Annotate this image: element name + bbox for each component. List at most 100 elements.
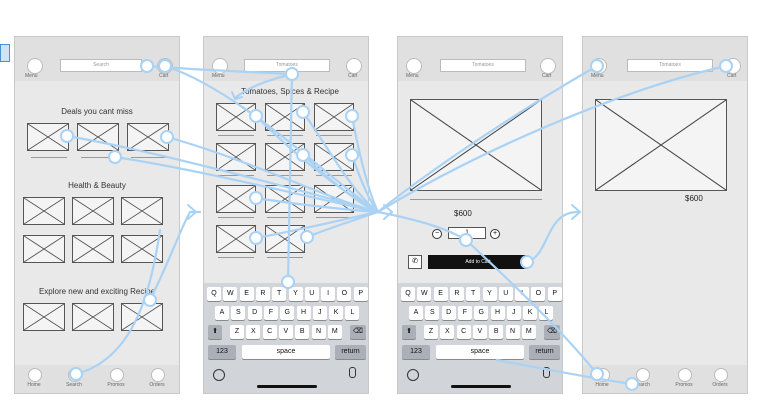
health-image[interactable] <box>23 235 65 263</box>
key-r[interactable]: R <box>449 287 464 301</box>
key-e[interactable]: E <box>239 287 254 301</box>
product-thumbnail[interactable] <box>314 185 354 213</box>
key-o[interactable]: O <box>531 287 546 301</box>
key-q[interactable]: Q <box>401 287 415 301</box>
key-u[interactable]: U <box>498 287 513 301</box>
key-y[interactable]: Y <box>482 287 497 301</box>
key-a[interactable]: A <box>409 306 423 320</box>
search-icon[interactable] <box>636 368 650 382</box>
key-e[interactable]: E <box>433 287 448 301</box>
shift-key[interactable]: ⬆ <box>402 325 416 339</box>
key-p[interactable]: P <box>547 287 562 301</box>
key-l[interactable]: L <box>345 306 360 320</box>
product-thumbnail[interactable] <box>216 143 256 171</box>
key-g[interactable]: G <box>280 306 295 320</box>
return-key[interactable]: return <box>335 345 366 359</box>
microphone-icon[interactable] <box>349 367 356 378</box>
key-g[interactable]: G <box>474 306 489 320</box>
quantity-field[interactable]: 1 <box>448 227 486 239</box>
key-c[interactable]: C <box>456 325 471 339</box>
key-v[interactable]: V <box>278 325 293 339</box>
search-input[interactable]: Tomatoes <box>244 59 330 72</box>
product-thumbnail[interactable] <box>265 143 305 171</box>
key-b[interactable]: B <box>489 325 504 339</box>
key-m[interactable]: M <box>521 325 536 339</box>
key-f[interactable]: F <box>263 306 278 320</box>
product-thumbnail[interactable] <box>265 225 305 253</box>
backspace-key[interactable]: ⌫ <box>350 325 366 339</box>
deal-image[interactable] <box>127 123 169 151</box>
menu-icon[interactable] <box>591 58 607 74</box>
key-a[interactable]: A <box>215 306 229 320</box>
menu-icon[interactable] <box>212 58 228 74</box>
search-input[interactable]: Tomatoes <box>627 59 713 72</box>
search-input[interactable]: Tomatoes <box>440 59 526 72</box>
key-d[interactable]: D <box>441 306 456 320</box>
key-u[interactable]: U <box>304 287 319 301</box>
home-icon[interactable] <box>596 368 610 382</box>
key-w[interactable]: W <box>417 287 432 301</box>
key-k[interactable]: K <box>523 306 538 320</box>
deal-image[interactable] <box>77 123 119 151</box>
key-x[interactable]: X <box>440 325 455 339</box>
key-n[interactable]: N <box>505 325 520 339</box>
key-k[interactable]: K <box>329 306 344 320</box>
key-i[interactable]: I <box>515 287 530 301</box>
microphone-icon[interactable] <box>543 367 550 378</box>
backspace-key[interactable]: ⌫ <box>544 325 560 339</box>
cart-icon[interactable] <box>157 58 173 74</box>
health-image[interactable] <box>72 197 114 225</box>
key-p[interactable]: P <box>353 287 368 301</box>
search-icon[interactable] <box>68 368 82 382</box>
key-t[interactable]: T <box>466 287 481 301</box>
product-thumbnail[interactable] <box>216 225 256 253</box>
product-thumbnail[interactable] <box>265 185 305 213</box>
home-icon[interactable] <box>28 368 42 382</box>
emoji-icon[interactable] <box>407 369 419 381</box>
key-r[interactable]: R <box>255 287 270 301</box>
key-j[interactable]: J <box>506 306 521 320</box>
return-key[interactable]: return <box>529 345 560 359</box>
key-z[interactable]: Z <box>230 325 244 339</box>
shift-key[interactable]: ⬆ <box>208 325 222 339</box>
key-h[interactable]: H <box>490 306 505 320</box>
promos-icon[interactable] <box>678 368 692 382</box>
numbers-key[interactable]: 123 <box>208 345 236 359</box>
promos-icon[interactable] <box>110 368 124 382</box>
space-key[interactable]: space <box>436 345 524 359</box>
key-d[interactable]: D <box>247 306 262 320</box>
increase-quantity-button[interactable]: + <box>490 229 500 239</box>
cart-icon[interactable] <box>346 58 362 74</box>
emoji-icon[interactable] <box>213 369 225 381</box>
space-key[interactable]: space <box>242 345 330 359</box>
menu-icon[interactable] <box>27 58 43 74</box>
key-y[interactable]: Y <box>288 287 303 301</box>
key-q[interactable]: Q <box>207 287 221 301</box>
recipe-image[interactable] <box>121 303 163 331</box>
key-o[interactable]: O <box>337 287 352 301</box>
health-image[interactable] <box>121 197 163 225</box>
health-image[interactable] <box>23 197 65 225</box>
recipe-image[interactable] <box>72 303 114 331</box>
search-input[interactable]: Search <box>60 59 142 72</box>
recipe-image[interactable] <box>23 303 65 331</box>
menu-icon[interactable] <box>406 58 422 74</box>
health-image[interactable] <box>121 235 163 263</box>
cart-icon[interactable] <box>725 58 741 74</box>
key-z[interactable]: Z <box>424 325 438 339</box>
key-t[interactable]: T <box>272 287 287 301</box>
key-m[interactable]: M <box>327 325 342 339</box>
key-i[interactable]: I <box>321 287 336 301</box>
add-to-cart-button[interactable]: Add to Cart <box>428 255 528 269</box>
product-thumbnail[interactable] <box>216 103 256 131</box>
product-thumbnail[interactable] <box>216 185 256 213</box>
key-n[interactable]: N <box>311 325 326 339</box>
orders-icon[interactable] <box>151 368 165 382</box>
deal-image[interactable] <box>27 123 69 151</box>
phone-icon[interactable]: ✆ <box>408 255 422 269</box>
key-c[interactable]: C <box>262 325 277 339</box>
key-s[interactable]: S <box>231 306 246 320</box>
product-thumbnail[interactable] <box>314 143 354 171</box>
key-h[interactable]: H <box>296 306 311 320</box>
numbers-key[interactable]: 123 <box>402 345 430 359</box>
